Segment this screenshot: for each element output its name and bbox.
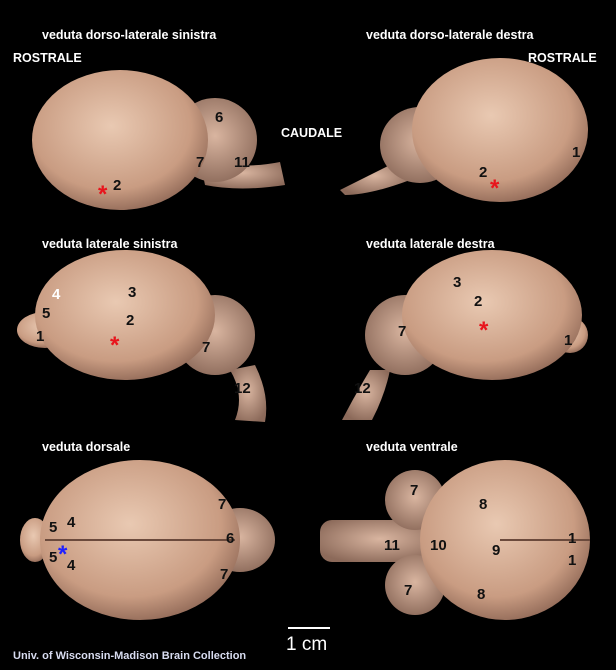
brain-ventral: [320, 460, 590, 620]
structure-label: 7: [196, 154, 205, 171]
blue-marker: *: [58, 541, 68, 568]
scale-bar-label: 1 cm: [286, 634, 328, 655]
structure-label: 11: [384, 537, 400, 554]
red-marker: *: [98, 181, 108, 208]
panel-title: veduta dorsale: [42, 440, 131, 454]
structure-label: 6: [215, 109, 224, 126]
structure-label: 5: [49, 549, 58, 566]
structure-label: 8: [479, 496, 488, 513]
panel-title: veduta laterale sinistra: [42, 237, 178, 251]
structure-label: 7: [398, 323, 407, 340]
brain-dorsolateral-left: [32, 70, 285, 210]
structure-label: 2: [474, 293, 483, 310]
brain-lateral-right: [342, 250, 588, 420]
structure-label: 2: [479, 164, 488, 181]
structure-label: 1: [564, 332, 573, 349]
brain-lateral-left: [17, 250, 267, 422]
structure-label: 1: [568, 530, 577, 547]
structure-label: 7: [404, 582, 413, 599]
structure-label: 1: [36, 328, 45, 345]
orientation-caudal: CAUDALE: [281, 126, 343, 140]
orientation-rostral-left: ROSTRALE: [13, 51, 82, 65]
panel-title: veduta dorso-laterale destra: [366, 28, 534, 42]
structure-label: 5: [49, 519, 58, 536]
red-marker: *: [490, 175, 500, 202]
structure-label: 8: [477, 586, 486, 603]
brain-dorsal: [20, 460, 275, 620]
structure-label: 4: [67, 514, 76, 531]
structure-label: 3: [128, 284, 137, 301]
structure-label: 1: [572, 144, 581, 161]
structure-label: 4: [52, 286, 61, 303]
scale-bar: [288, 627, 330, 629]
structure-label: 4: [67, 557, 76, 574]
credit-text: Univ. of Wisconsin-Madison Brain Collect…: [13, 650, 247, 662]
panel-title: veduta laterale destra: [366, 237, 495, 251]
red-marker: *: [110, 332, 120, 359]
panel-title: veduta dorso-laterale sinistra: [42, 28, 217, 42]
structure-label: 2: [113, 177, 122, 194]
structure-label: 7: [218, 496, 227, 513]
structure-label: 7: [202, 339, 211, 356]
structure-label: 12: [234, 380, 251, 397]
structure-label: 5: [42, 305, 51, 322]
structure-label: 1: [568, 552, 577, 569]
structure-label: 3: [453, 274, 462, 291]
panel-title: veduta ventrale: [366, 440, 458, 454]
structure-label: 2: [126, 312, 135, 329]
structure-label: 6: [226, 530, 235, 547]
structure-label: 9: [492, 542, 501, 559]
structure-label: 11: [234, 154, 250, 171]
structure-label: 10: [430, 537, 447, 554]
orientation-rostral-right: ROSTRALE: [528, 51, 597, 65]
brain-dorsolateral-right: [340, 58, 588, 202]
structure-label: 7: [410, 482, 419, 499]
structure-label: 12: [354, 380, 371, 397]
structure-label: 7: [220, 566, 229, 583]
red-marker: *: [479, 317, 489, 344]
